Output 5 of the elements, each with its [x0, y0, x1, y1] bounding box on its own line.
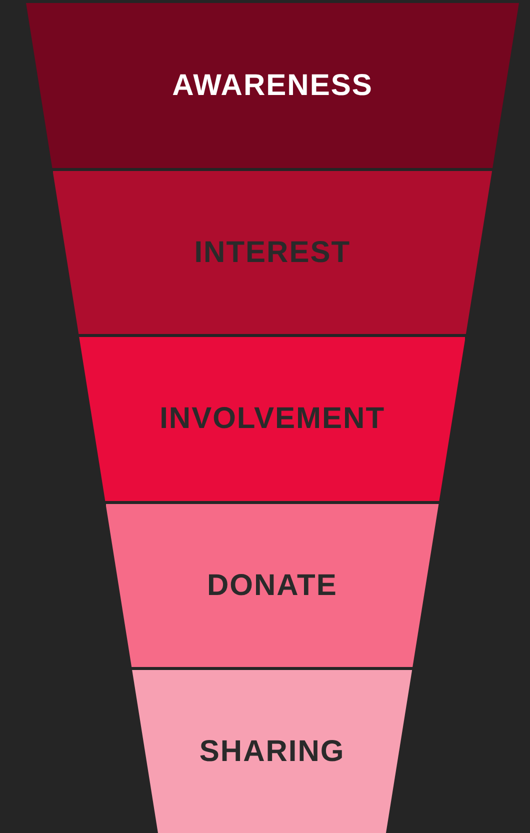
stage-label: SHARING — [199, 734, 345, 768]
stage-label: INTEREST — [194, 236, 351, 270]
stage-label: AWARENESS — [172, 68, 373, 102]
stage-label: DONATE — [206, 568, 338, 602]
stage-label: INVOLVEMENT — [160, 402, 386, 436]
